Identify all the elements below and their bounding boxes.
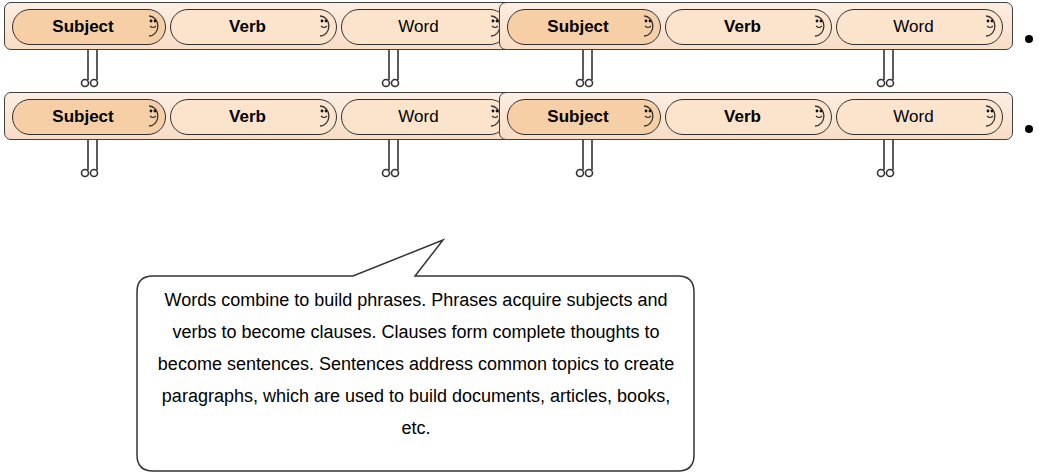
word-pill: Word xyxy=(836,99,1003,135)
word-label: Verb xyxy=(229,107,266,127)
word-pill: Subject xyxy=(507,9,661,45)
word-label: Subject xyxy=(52,107,113,127)
word-label: Verb xyxy=(229,17,266,37)
word-pill: Word xyxy=(341,9,508,45)
word-label: Verb xyxy=(724,17,761,37)
pill-face xyxy=(143,104,161,130)
word-label: Subject xyxy=(52,17,113,37)
word-pill: Verb xyxy=(665,9,832,45)
pill-face xyxy=(638,14,656,40)
word-label: Word xyxy=(398,107,438,127)
word-pill: Verb xyxy=(170,9,337,45)
word-label: Subject xyxy=(547,17,608,37)
pill-face xyxy=(809,14,827,40)
callout-text: Words combine to build phrases. Phrases … xyxy=(137,240,695,444)
word-label: Word xyxy=(893,17,933,37)
word-pill: Subject xyxy=(12,9,166,45)
word-pill: Subject xyxy=(12,99,166,135)
pill-face xyxy=(980,14,998,40)
word-label: Subject xyxy=(547,107,608,127)
word-pill: Word xyxy=(341,99,508,135)
word-pill: Subject xyxy=(507,99,661,135)
callout-bubble: Words combine to build phrases. Phrases … xyxy=(137,240,695,472)
clause-box: Subject Verb Word xyxy=(4,92,518,140)
clause-box: Subject Verb Word xyxy=(499,92,1013,140)
word-pill: Verb xyxy=(170,99,337,135)
pill-face xyxy=(980,104,998,130)
pill-face xyxy=(314,14,332,40)
pill-face xyxy=(638,104,656,130)
word-label: Word xyxy=(398,17,438,37)
word-pill: Verb xyxy=(665,99,832,135)
pill-face xyxy=(314,104,332,130)
clause-box: Subject Verb Word xyxy=(4,2,518,50)
word-pill: Word xyxy=(836,9,1003,45)
word-label: Word xyxy=(893,107,933,127)
word-label: Verb xyxy=(724,107,761,127)
pill-face xyxy=(809,104,827,130)
clause-box: Subject Verb Word xyxy=(499,2,1013,50)
pill-face xyxy=(143,14,161,40)
